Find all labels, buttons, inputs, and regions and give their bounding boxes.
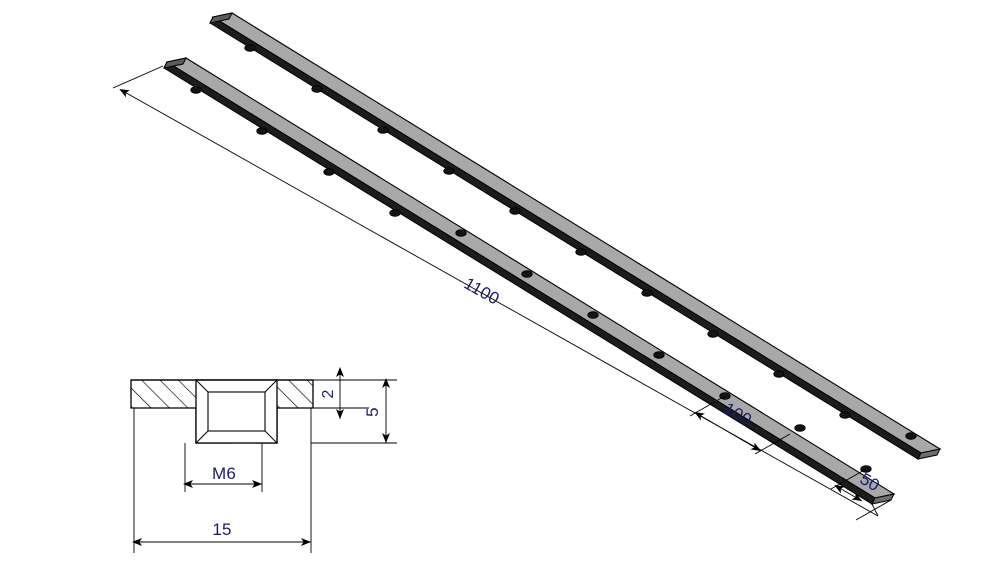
rail-upper-side-face [209,16,922,460]
dimension-width: 15 [132,408,312,553]
rail-upper-end-cap-end [917,448,941,460]
dimension-label-height: 5 [363,407,382,417]
dimension-overall-length: 1100 [112,65,879,517]
rail-upper-top-face [211,12,942,454]
rail-lower-holes [190,86,872,473]
section-view-profile [130,379,314,444]
dimension-label-overall-length: 1100 [461,274,503,309]
dimension-label-flange-thickness: 2 [320,389,337,398]
dimension-label-thread: M6 [212,464,236,483]
dimension-label-width: 15 [212,520,231,539]
dimension-height: 5 [311,378,397,444]
rail-upper-end-cap-start [209,12,233,24]
rail-lower-end-cap-start [163,57,187,69]
rail-upper [209,12,942,460]
rail-upper-holes [244,44,917,440]
dimension-thread: M6 [183,443,263,492]
dimension-flange-thickness: 2 [313,367,369,419]
